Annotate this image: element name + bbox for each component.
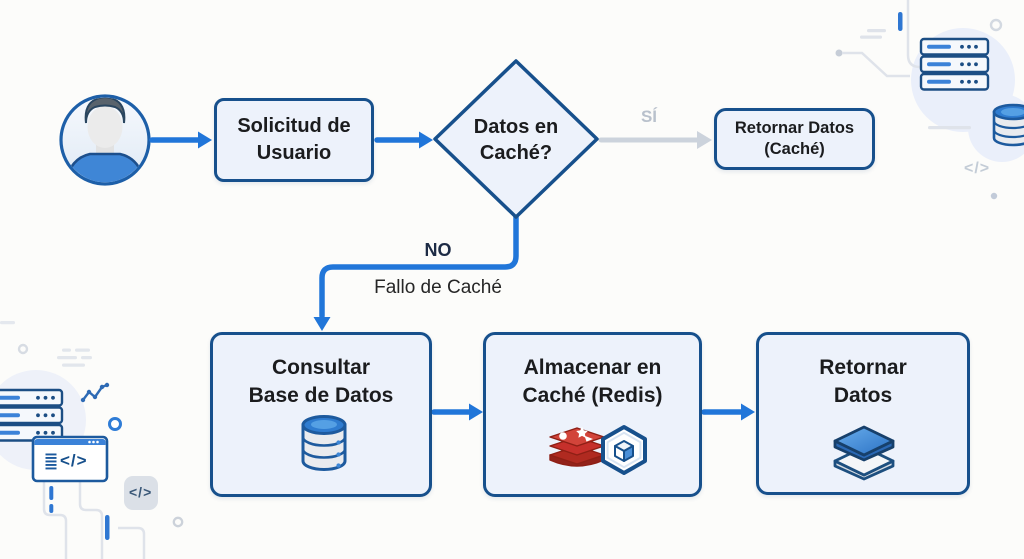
node-request: Solicitud de Usuario <box>214 98 374 182</box>
cube-hexagon-icon <box>601 425 647 475</box>
database-cylinder-icon <box>992 103 1024 147</box>
redis-icon <box>549 425 647 475</box>
code-icon: </> <box>129 484 153 500</box>
line-chart-icon <box>80 382 122 431</box>
arrow-no <box>313 214 519 331</box>
edge-label-yes: SÍ <box>640 107 658 126</box>
node-query-db-line1: Consultar <box>271 356 370 379</box>
arrow-yes <box>598 131 712 149</box>
user-avatar-icon <box>59 94 151 186</box>
database-cylinder-icon <box>301 415 347 471</box>
arrow-cache-to-return <box>701 403 755 421</box>
node-return-data-line2: Datos <box>833 384 893 407</box>
layers-stack-icon <box>833 425 895 481</box>
server-rack-icon <box>0 388 64 442</box>
decision-diamond <box>433 59 599 219</box>
decor-wires <box>42 480 184 559</box>
node-store-cache: Almacenar en Caché (Redis) <box>483 332 702 497</box>
browser-window-icon <box>31 435 109 483</box>
code-icon: </> <box>60 451 88 470</box>
edge-label-cache-miss: Fallo de Caché <box>374 277 502 298</box>
node-return-data-line1: Retornar <box>819 356 907 379</box>
code-icon <box>124 476 158 510</box>
node-store-cache-line1: Almacenar en <box>523 356 662 379</box>
node-query-db-line2: Base de Datos <box>248 384 394 407</box>
node-request-line2: Usuario <box>256 142 332 164</box>
node-return-data: Retornar Datos <box>756 332 970 495</box>
server-rack-icon <box>835 0 1024 200</box>
node-cache-hit-line2: (Caché) <box>764 140 825 158</box>
arrow-request-to-decision <box>374 131 433 149</box>
arrow-db-to-cache <box>431 403 483 421</box>
node-cache-hit: Retornar Datos (Caché) <box>714 108 875 170</box>
node-cache-hit-line1: Retornar Datos <box>734 119 855 137</box>
edge-label-no: NO <box>424 240 452 260</box>
node-query-db: Consultar Base de Datos <box>210 332 432 497</box>
node-request-line1: Solicitud de <box>237 115 351 137</box>
code-icon: </> <box>964 160 991 177</box>
decision-label: Datos en Caché? <box>473 116 559 164</box>
node-store-cache-line2: Caché (Redis) <box>522 384 663 407</box>
arrow-user-to-request <box>149 131 212 149</box>
